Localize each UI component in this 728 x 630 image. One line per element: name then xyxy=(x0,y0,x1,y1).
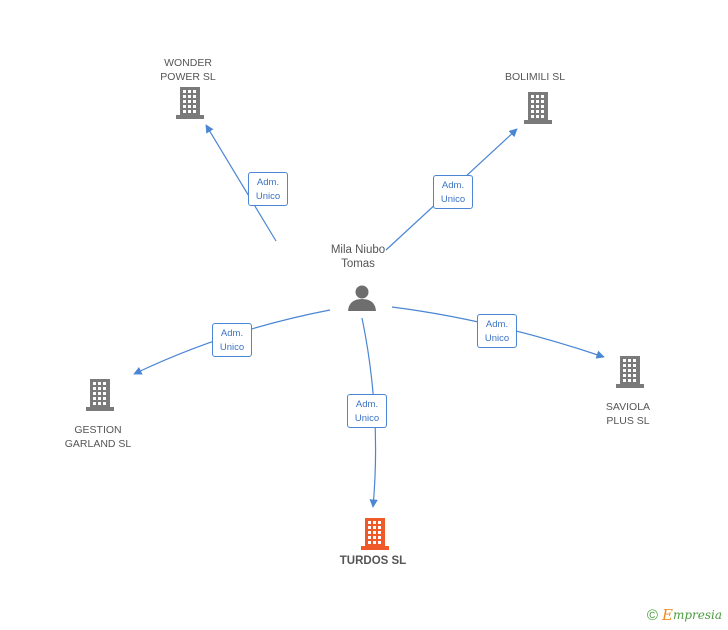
edge-label-saviola[interactable]: Adm. Unico xyxy=(477,314,517,348)
company-name-bolimili[interactable]: BOLIMILI SL xyxy=(504,71,566,83)
company-name-gestion[interactable]: GESTION GARLAND SL xyxy=(64,424,132,450)
empresia-brand[interactable]: © E mpresia xyxy=(647,606,722,624)
copyright-icon: © xyxy=(646,606,658,624)
company-name-turdos[interactable]: TURDOS SL xyxy=(339,555,407,567)
building-icon-turdos[interactable] xyxy=(361,518,389,550)
person-icon[interactable] xyxy=(348,285,376,312)
person-name[interactable]: Mila Niubo Tomas xyxy=(330,244,386,270)
edge-label-turdos[interactable]: Adm. Unico xyxy=(347,394,387,428)
building-icon-gestion[interactable] xyxy=(86,379,114,411)
brand-logo-e: E xyxy=(661,606,673,624)
building-icon-wonder[interactable] xyxy=(176,87,204,119)
company-name-saviola[interactable]: SAVIOLA PLUS SL xyxy=(605,401,651,427)
edge-wonder xyxy=(205,124,277,242)
edge-label-gestion[interactable]: Adm. Unico xyxy=(212,323,252,357)
building-icon-bolimili[interactable] xyxy=(524,92,552,124)
company-name-wonder[interactable]: WONDER POWER SL xyxy=(160,57,216,83)
building-icon-saviola[interactable] xyxy=(616,356,644,388)
edge-label-wonder[interactable]: Adm. Unico xyxy=(248,172,288,206)
brand-logo-text: mpresia xyxy=(672,608,722,622)
edge-label-bolimili[interactable]: Adm. Unico xyxy=(433,175,473,209)
